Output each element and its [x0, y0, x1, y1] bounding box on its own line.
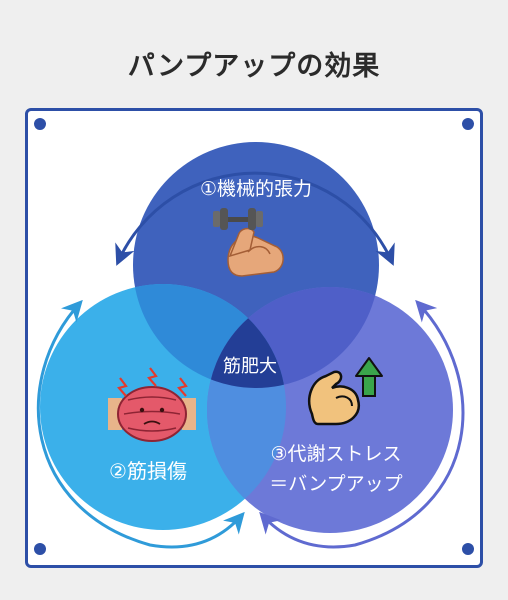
label-muscle-damage: ②筋損傷	[109, 459, 187, 483]
corner-dot-bottom-left	[34, 543, 46, 555]
label-mechanical-tension: ①機械的張力	[200, 178, 312, 200]
arrow-top-arc	[115, 171, 395, 266]
label-center-hypertrophy: 筋肥大	[223, 356, 277, 377]
flexed-arm-up-arrow-icon	[308, 357, 383, 426]
arrow-right-arc	[259, 299, 465, 549]
label-metabolic-stress-line1: ③代謝ストレス	[270, 443, 401, 465]
corner-dot-top-right	[462, 118, 474, 130]
page-title: パンプアップの効果	[127, 51, 381, 82]
corner-dot-top-left	[34, 118, 46, 130]
sore-muscle-icon	[108, 367, 196, 442]
label-metabolic-stress-line2: ＝バンプアップ	[269, 473, 402, 495]
dumbbell-arm-icon	[213, 208, 284, 277]
corner-dot-bottom-right	[462, 543, 474, 555]
arrow-left-arc	[36, 299, 245, 549]
